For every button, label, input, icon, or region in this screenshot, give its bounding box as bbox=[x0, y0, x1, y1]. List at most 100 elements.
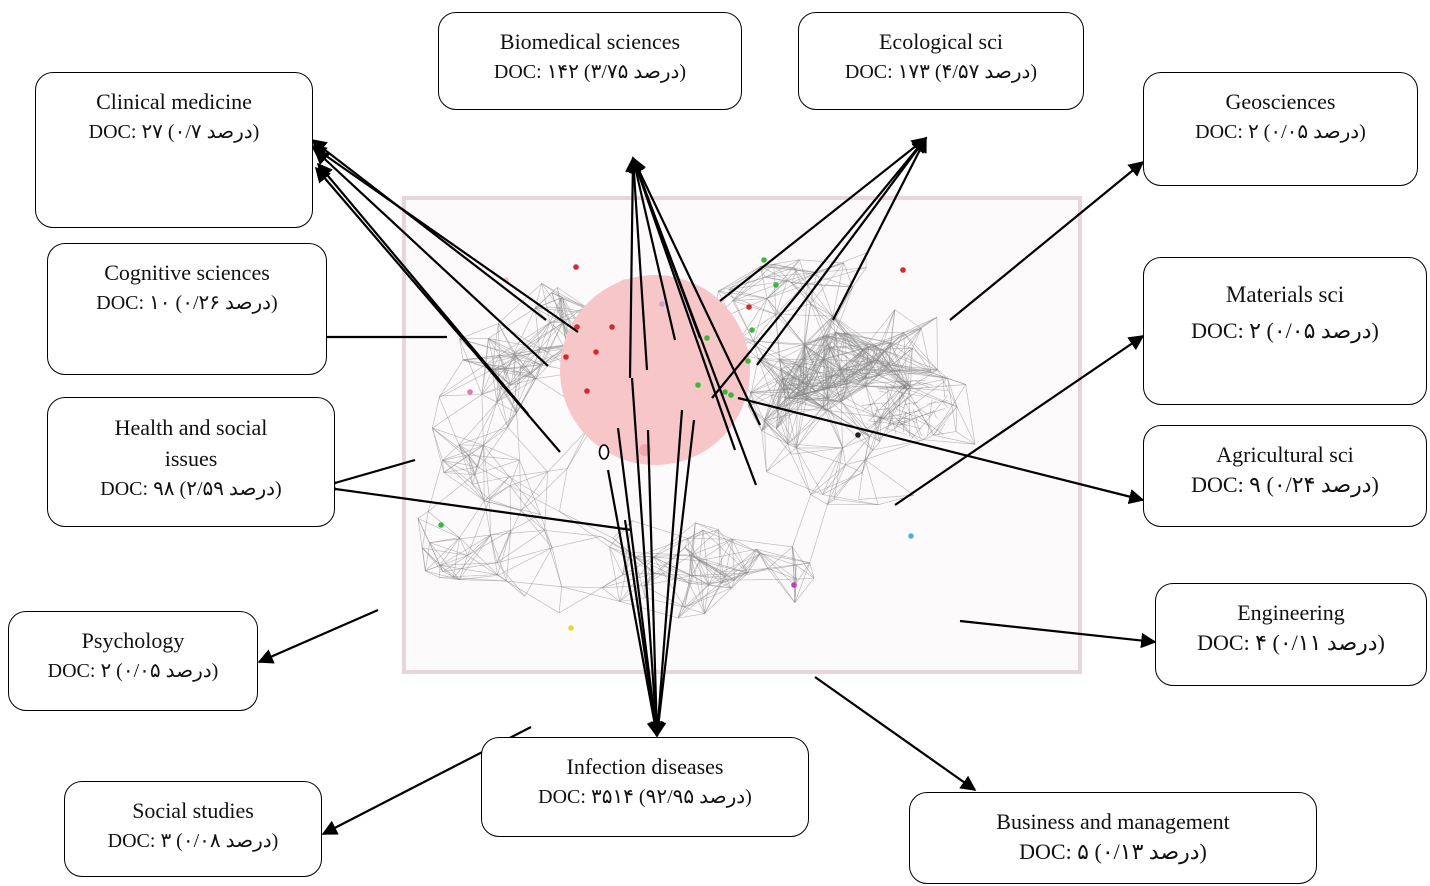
network-edge bbox=[760, 266, 768, 299]
box-cognitive-sciences: Cognitive sciences DOC: ۱۰ (۰/۲۶ درصد) bbox=[47, 243, 327, 375]
network-edge bbox=[840, 383, 848, 402]
network-edge bbox=[872, 361, 889, 365]
network-edge bbox=[728, 280, 788, 290]
network-edge bbox=[513, 353, 537, 379]
box-title: Materials sci bbox=[1225, 282, 1345, 307]
network-edge bbox=[787, 406, 824, 445]
network-edge bbox=[845, 459, 866, 466]
network-edge bbox=[869, 385, 903, 421]
network-edge bbox=[827, 401, 842, 411]
network-edge bbox=[927, 399, 933, 436]
network-edge bbox=[559, 511, 610, 548]
network-edge bbox=[753, 341, 759, 359]
network-edge bbox=[722, 568, 768, 573]
network-edge bbox=[653, 556, 692, 576]
network-edge bbox=[541, 283, 551, 323]
network-edge bbox=[494, 368, 531, 374]
network-edge bbox=[427, 474, 475, 512]
network-edge bbox=[720, 568, 768, 584]
network-edge bbox=[803, 359, 824, 394]
network-edge bbox=[483, 445, 485, 501]
network-edge bbox=[827, 410, 843, 449]
network-edge bbox=[910, 378, 948, 388]
network-edge bbox=[911, 328, 922, 349]
network-edge bbox=[775, 408, 792, 455]
network-edge bbox=[740, 337, 780, 360]
network-edge bbox=[829, 347, 867, 387]
network-edge bbox=[764, 392, 804, 421]
network-edge bbox=[442, 571, 460, 580]
network-edge bbox=[763, 384, 785, 421]
box-engineering: Engineering DOC: ۴ (۰/۱۱ درصد) bbox=[1155, 583, 1427, 686]
network-edge bbox=[766, 272, 817, 299]
network-edge bbox=[865, 385, 882, 418]
network-edge bbox=[903, 316, 937, 333]
network-edge bbox=[458, 444, 510, 478]
network-edge bbox=[900, 348, 913, 371]
network-edge bbox=[487, 338, 496, 370]
network-edge bbox=[803, 303, 811, 345]
network-edge bbox=[776, 428, 788, 445]
network-edge bbox=[520, 510, 545, 531]
network-edge bbox=[785, 375, 833, 400]
network-edge bbox=[459, 338, 514, 355]
network-edge bbox=[783, 389, 828, 411]
network-edge bbox=[439, 577, 460, 580]
network-edge bbox=[516, 322, 563, 357]
network-edge bbox=[622, 556, 635, 575]
network-edge bbox=[862, 386, 923, 436]
network-edge bbox=[509, 459, 520, 486]
network-edge bbox=[823, 358, 866, 378]
network-edge bbox=[890, 342, 911, 387]
network-edge bbox=[884, 427, 907, 435]
network-edge bbox=[748, 358, 759, 407]
network-edge bbox=[756, 548, 810, 564]
box-business-and-management: Business and management DOC: ۵ (۰/۱۳ درص… bbox=[909, 792, 1317, 884]
network-edge bbox=[766, 443, 788, 472]
box-doc-count: DOC: ۲ (۰/۰۵ درصد) bbox=[1191, 318, 1379, 343]
network-edge bbox=[653, 522, 696, 558]
network-edge bbox=[840, 401, 881, 442]
network-edge bbox=[520, 510, 553, 548]
network-edge bbox=[852, 267, 867, 288]
network-edge bbox=[890, 309, 896, 343]
network-edge bbox=[923, 434, 934, 441]
network-edge bbox=[845, 464, 863, 474]
network-edge bbox=[486, 354, 500, 365]
network-edge bbox=[827, 410, 882, 418]
network-edge bbox=[459, 338, 483, 395]
colored-node bbox=[563, 354, 569, 360]
network-edge bbox=[810, 262, 844, 304]
network-edge bbox=[822, 447, 843, 495]
network-edge bbox=[802, 332, 837, 383]
network-edge bbox=[831, 375, 845, 382]
network-edge bbox=[425, 555, 468, 572]
box-title: Social studies bbox=[132, 798, 254, 823]
network-edge bbox=[459, 574, 499, 580]
network-edge bbox=[889, 408, 946, 426]
network-edge bbox=[858, 494, 914, 500]
network-edge bbox=[791, 447, 843, 455]
network-edge bbox=[520, 347, 541, 369]
connector-arrow bbox=[319, 458, 416, 491]
network-edge bbox=[730, 579, 735, 589]
network-edge bbox=[796, 395, 798, 449]
connector-arrow bbox=[257, 608, 379, 664]
network-edge bbox=[840, 369, 879, 376]
network-edge bbox=[459, 338, 464, 360]
connector-arrow bbox=[814, 676, 977, 791]
network-edge bbox=[459, 323, 499, 340]
network-edge bbox=[844, 342, 891, 382]
network-edge bbox=[844, 364, 890, 382]
network-edge bbox=[698, 560, 705, 614]
network-edge bbox=[431, 427, 445, 473]
box-title: Clinical medicine bbox=[96, 89, 252, 114]
network-edge bbox=[809, 504, 828, 563]
network-edge bbox=[844, 349, 864, 382]
network-edge bbox=[796, 447, 811, 495]
network-edge bbox=[775, 382, 804, 409]
network-edge bbox=[932, 409, 937, 419]
network-edge bbox=[822, 347, 830, 408]
network-edge bbox=[878, 342, 892, 376]
box-doc-count: DOC: ۲ (۰/۰۵ درصد) bbox=[1195, 121, 1366, 143]
